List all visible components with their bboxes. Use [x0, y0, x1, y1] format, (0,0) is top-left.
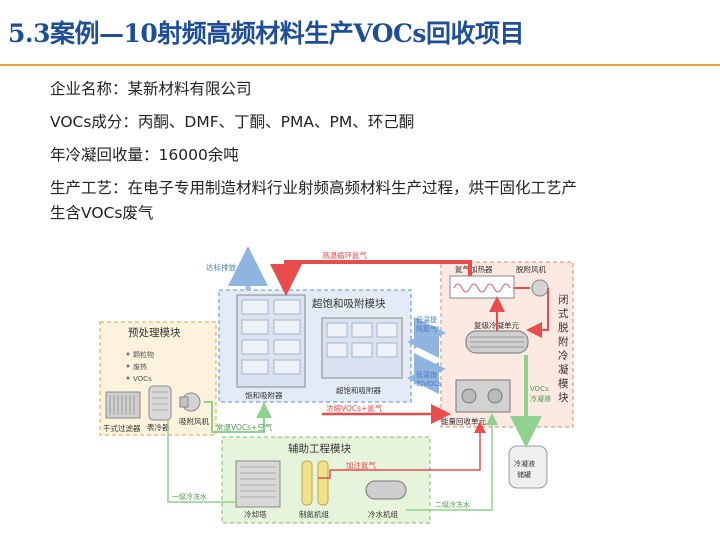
note-waste-heat: 废热 [133, 362, 147, 371]
aux-module-title: 辅助工程模块 [288, 442, 351, 455]
dry-filter-label: 干式过滤器 [103, 423, 141, 433]
energy-recovery-label: 能量回收单元 [441, 416, 486, 426]
condensate-tank-label: 储罐 [517, 470, 531, 479]
n2-heater-icon [449, 275, 515, 299]
adsorb-fan-label: 吸附风机 [179, 416, 209, 426]
emission-label: 达标排放 [206, 262, 236, 272]
n2-unit-icon [301, 460, 313, 506]
desorb-title-char: 模 [558, 378, 569, 390]
hot-n2-flow [270, 260, 472, 296]
note-vocs: VOCs [133, 375, 152, 383]
title-divider [0, 64, 720, 66]
desorb-fan-icon [531, 279, 549, 297]
desorb-title-char: 凝 [558, 364, 569, 376]
n2-heater-label: 氮气加热器 [455, 264, 493, 274]
desorb-fan-label: 脱附风机 [516, 264, 546, 274]
surface-cooler-label: 表冷器 [147, 422, 170, 432]
add-n2-label: 加注氮气 [346, 460, 376, 470]
desorb-title-char: 冷 [558, 349, 569, 362]
primary-water-label: 一级冷冻水 [172, 492, 207, 501]
cooling-tower-icon [235, 460, 281, 508]
n2-unit-label: 制氮机组 [299, 509, 329, 519]
desorb-title-char: 脱 [558, 321, 569, 334]
normal-vocs-flow [204, 401, 272, 433]
low-temp-sat-label: 低温饱 [416, 370, 437, 379]
desorb-title-char: 式 [558, 307, 569, 320]
dry-filter-icon [105, 391, 141, 419]
saturated-adsorber-label: 饱和吸附器 [245, 390, 283, 400]
desorb-title-char: 块 [558, 392, 569, 404]
low-temp-sat-label: 和VOCs [416, 379, 442, 388]
bullet-annual: 年冷凝回收量：16000余吨 [50, 146, 239, 164]
super-adsorber-label: 超饱和吸附器 [336, 385, 381, 395]
chiller-icon [365, 480, 407, 500]
page-title: 5.3案例—10射频高频材料生产VOCs回收项目 [8, 19, 525, 48]
chiller-label: 冷水机组 [368, 509, 398, 519]
secondary-water-label: 二级冷冻水 [435, 500, 470, 509]
cooling-tower-label: 冷却塔 [244, 509, 267, 519]
bullet-process-line2: 生含VOCs废气 [50, 204, 154, 222]
vocs-condensate-label: VOCs [530, 385, 549, 393]
pretreat-module-title: 预处理模块 [128, 327, 181, 339]
adsorb-module-title: 超饱和吸附模块 [312, 297, 386, 310]
note-particles: 颗粒物 [133, 350, 154, 359]
conc-vocs-label: 浓缩VOCs+氮气 [326, 403, 383, 413]
condensate-tank-label: 冷凝液 [514, 459, 535, 468]
desorb-title-char: 附 [558, 335, 569, 348]
hot-n2-label: 高温循环氮气 [322, 250, 367, 260]
bullet-process-line1: 生产工艺：在电子专用制造材料行业射频高频材料生产过程，烘干固化工艺产 [50, 179, 578, 197]
normal-vocs-label: 常温VOCs+空气 [216, 422, 273, 432]
low-temp-n2-label: 低温提 [416, 315, 437, 324]
desorb-title-char: 闭 [558, 293, 569, 306]
bullet-components: VOCs成分：丙酮、DMF、丁酮、PMA、PM、环己酮 [50, 113, 415, 131]
surface-cooler-icon [148, 385, 172, 421]
low-temp-n2-label: 纯氮气 [416, 324, 437, 333]
vocs-condensate-label: 冷凝液 [530, 394, 551, 403]
bullet-company: 企业名称：某新材料有限公司 [50, 80, 252, 98]
